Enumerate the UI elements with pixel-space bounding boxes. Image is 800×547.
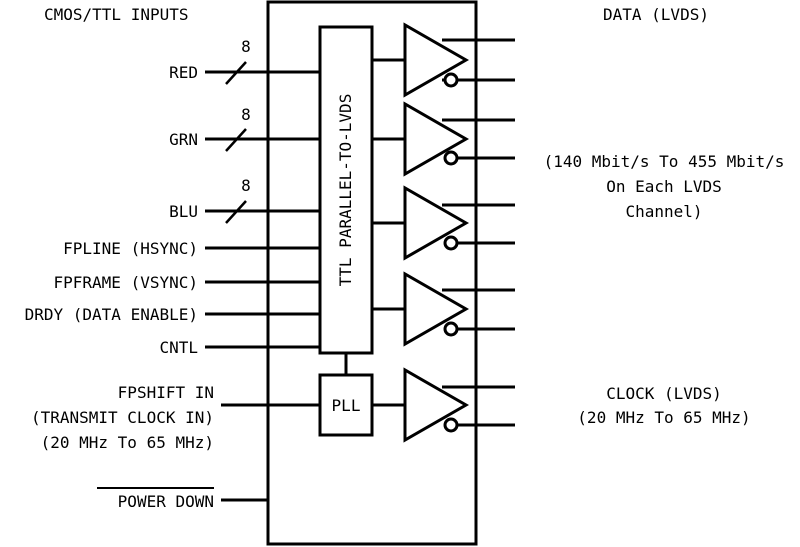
cntl-input-label: CNTL	[159, 338, 198, 357]
drdy-input-label: DRDY (DATA ENABLE)	[25, 305, 198, 324]
grn-bus-width: 8	[241, 105, 251, 124]
red-bus-width: 8	[241, 37, 251, 56]
blu-bus-width: 8	[241, 176, 251, 195]
data-rate-line3: Channel)	[625, 202, 702, 221]
lvds-driver-3	[403, 185, 470, 261]
clock-label-line1: CLOCK (LVDS)	[606, 384, 722, 403]
input-wires	[205, 70, 320, 502]
data-rate-line2: On Each LVDS	[606, 177, 722, 196]
red-input-label: RED	[169, 63, 198, 82]
fpshift-label-line2: (TRANSMIT CLOCK IN)	[31, 408, 214, 427]
fpframe-input-label: FPFRAME (VSYNC)	[54, 273, 199, 292]
fpshift-label-line1: FPSHIFT IN	[118, 383, 214, 402]
parallel-to-lvds-block	[318, 25, 374, 355]
lvds-driver-4	[403, 271, 470, 347]
data-title: DATA (LVDS)	[603, 5, 709, 24]
fpshift-label-line3: (20 MHz To 65 MHz)	[41, 433, 214, 452]
lvds-driver-1	[403, 22, 470, 98]
red-bus-slash	[225, 61, 247, 85]
grn-input-label: GRN	[169, 130, 198, 149]
blu-bus-slash	[225, 200, 247, 224]
data-rate-line1: (140 Mbit/s To 455 Mbit/s	[544, 152, 785, 171]
blu-input-label: BLU	[169, 202, 198, 221]
fpline-input-label: FPLINE (HSYNC)	[63, 239, 198, 258]
parallel-to-lvds-label: TTL PARALLEL-TO-LVDS	[336, 94, 355, 287]
pll-label: PLL	[332, 396, 361, 415]
lvds-clock-driver	[403, 367, 470, 443]
inputs-title: CMOS/TTL INPUTS	[44, 5, 189, 24]
clock-label-line2: (20 MHz To 65 MHz)	[577, 408, 750, 427]
bus-slashes	[225, 61, 247, 224]
lvds-driver-2	[403, 101, 470, 177]
lvds-drivers	[372, 22, 515, 443]
grn-bus-slash	[225, 128, 247, 152]
power-down-label: POWER DOWN	[118, 492, 214, 511]
